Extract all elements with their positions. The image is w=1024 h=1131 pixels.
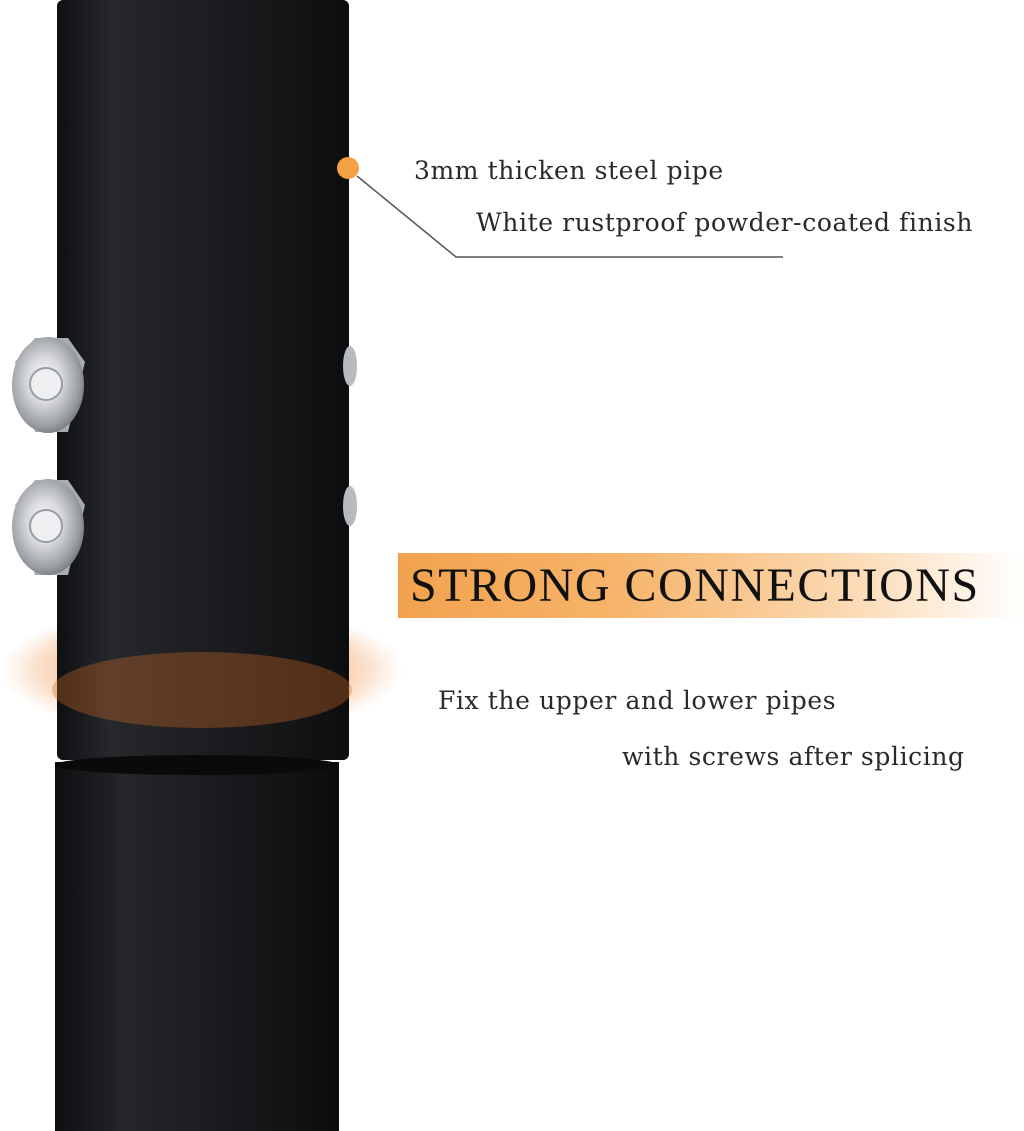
description-line-1: Fix the upper and lower pipes xyxy=(438,686,837,715)
lower-pipe xyxy=(55,762,339,1131)
banner-background xyxy=(398,553,1024,618)
upper-pipe xyxy=(57,0,349,760)
bolt-upper-left xyxy=(12,337,85,433)
callout-finish: White rustproof powder-coated finish xyxy=(476,208,974,237)
leader-line xyxy=(356,175,783,258)
orange-dot-icon xyxy=(337,157,359,179)
bolt-lower-left xyxy=(12,479,85,575)
callout-thickness: 3mm thicken steel pipe xyxy=(414,156,724,185)
bolt-lower-right xyxy=(343,486,357,526)
description-line-2: with screws after splicing xyxy=(622,742,965,771)
bolt-upper-right xyxy=(343,346,357,386)
banner-title: STRONG CONNECTIONS xyxy=(410,559,980,612)
